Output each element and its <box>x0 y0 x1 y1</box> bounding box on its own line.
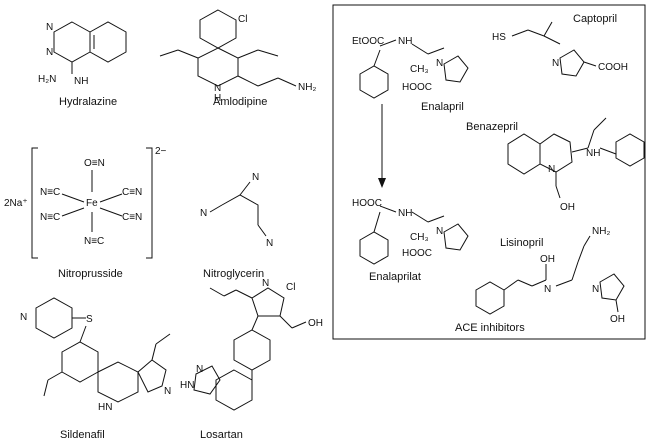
hydralazine-n2-label: N <box>46 47 53 58</box>
nitroprusside-cyano-2: C≡N <box>122 187 142 198</box>
nitroprusside-cyano-6: C≡N <box>122 212 142 223</box>
nitroprusside-nitrosyl: O≡N <box>84 158 105 169</box>
lisinopril-structure: NH₂ OH N N OH <box>475 226 625 325</box>
losartan-oh: OH <box>308 318 323 329</box>
amlodipine-cl-label: Cl <box>238 14 247 25</box>
enalaprilat-n: N <box>436 226 443 237</box>
benazepril-n: N <box>548 164 555 175</box>
enalapril-etooc: EtOOC <box>352 36 384 47</box>
nitroprusside-counterion: 2Na⁺ <box>4 198 28 209</box>
lisinopril-oh2: OH <box>610 314 625 325</box>
lisinopril-nh2: NH₂ <box>592 226 610 237</box>
hydralazine-nh-label: NH <box>74 76 88 87</box>
lisinopril-n: N <box>544 284 551 295</box>
enalapril-structure: EtOOC NH CH₃ HOOC N <box>352 36 469 99</box>
nitroglycerin-n1: N <box>252 172 259 183</box>
losartan-n1: N <box>262 278 269 289</box>
sildenafil-label: Sildenafil <box>60 429 105 441</box>
captopril-structure: HS COOH N <box>492 21 628 77</box>
losartan-n2: N <box>196 364 203 375</box>
hydralazine-label: Hydralazine <box>59 96 117 108</box>
losartan-structure: Cl OH N HN N <box>180 278 323 411</box>
nitroglycerin-label: Nitroglycerin <box>203 268 264 280</box>
benazepril-nh: NH <box>586 148 600 159</box>
amlodipine-label: Amlodipine <box>213 96 267 108</box>
losartan-hn: HN <box>180 380 194 391</box>
lisinopril-oh: OH <box>540 254 555 265</box>
amlodipine-structure: Cl NH₂ N H <box>159 9 316 104</box>
amlodipine-nh2-label: NH₂ <box>298 82 316 93</box>
enalapril-hooc: HOOC <box>402 82 432 93</box>
lisinopril-n2: N <box>592 284 599 295</box>
benazepril-oh: OH <box>560 202 575 213</box>
nitroglycerin-n3: N <box>266 238 273 249</box>
captopril-cooh: COOH <box>598 62 628 73</box>
nitroprusside-label: Nitroprusside <box>58 268 123 280</box>
nitroprusside-structure: 2Na⁺ 2− Fe N≡C C≡N O≡N N≡C C≡N N≡C <box>4 146 167 259</box>
enalaprilat-nh: NH <box>398 208 412 219</box>
captopril-hs: HS <box>492 32 506 43</box>
captopril-label: Captopril <box>573 13 617 25</box>
hydralazine-structure: NH H₂N N N <box>38 21 127 87</box>
enalaprilat-hooc2: HOOC <box>402 248 432 259</box>
conversion-arrow <box>378 104 386 188</box>
nitroglycerin-n2: N <box>200 208 207 219</box>
sildenafil-s: S <box>86 314 93 325</box>
nitroprusside-metal: Fe <box>86 198 98 209</box>
benazepril-label: Benazepril <box>466 121 518 133</box>
enalaprilat-ch3: CH₃ <box>410 232 429 243</box>
hydralazine-h2n-label: H₂N <box>38 74 56 85</box>
nitroprusside-cyano-5: N≡C <box>40 212 60 223</box>
amlodipine-h-label: H <box>214 93 221 104</box>
enalapril-nh: NH <box>398 36 412 47</box>
hydralazine-n1-label: N <box>46 22 53 33</box>
lisinopril-label: Lisinopril <box>500 237 543 249</box>
nitroglycerin-structure: N N N <box>200 172 273 249</box>
enalapril-ch3: CH₃ <box>410 64 429 75</box>
enalaprilat-structure: HOOC NH CH₃ HOOC N <box>352 198 469 265</box>
nitroprusside-charge: 2− <box>155 146 167 157</box>
ace-inhibitors-panel <box>332 4 646 340</box>
sildenafil-hn: HN <box>98 402 112 413</box>
amlodipine-n-label: N <box>214 83 221 94</box>
sildenafil-structure: N S HN N <box>20 297 171 413</box>
sildenafil-n2: N <box>164 386 171 397</box>
nitroprusside-cyano-1: N≡C <box>40 187 60 198</box>
enalaprilat-label: Enalaprilat <box>369 271 421 283</box>
losartan-label: Losartan <box>200 429 243 441</box>
nitroprusside-cyano-7: N≡C <box>84 236 104 247</box>
losartan-cl: Cl <box>286 282 295 293</box>
captopril-n: N <box>552 58 559 69</box>
enalaprilat-hooc: HOOC <box>352 198 382 209</box>
enalapril-label: Enalapril <box>421 101 464 113</box>
benazepril-structure: NH OH N <box>507 117 645 213</box>
enalapril-n: N <box>436 58 443 69</box>
ace-inhibitors-caption: ACE inhibitors <box>455 322 525 334</box>
sildenafil-n1: N <box>20 312 27 323</box>
